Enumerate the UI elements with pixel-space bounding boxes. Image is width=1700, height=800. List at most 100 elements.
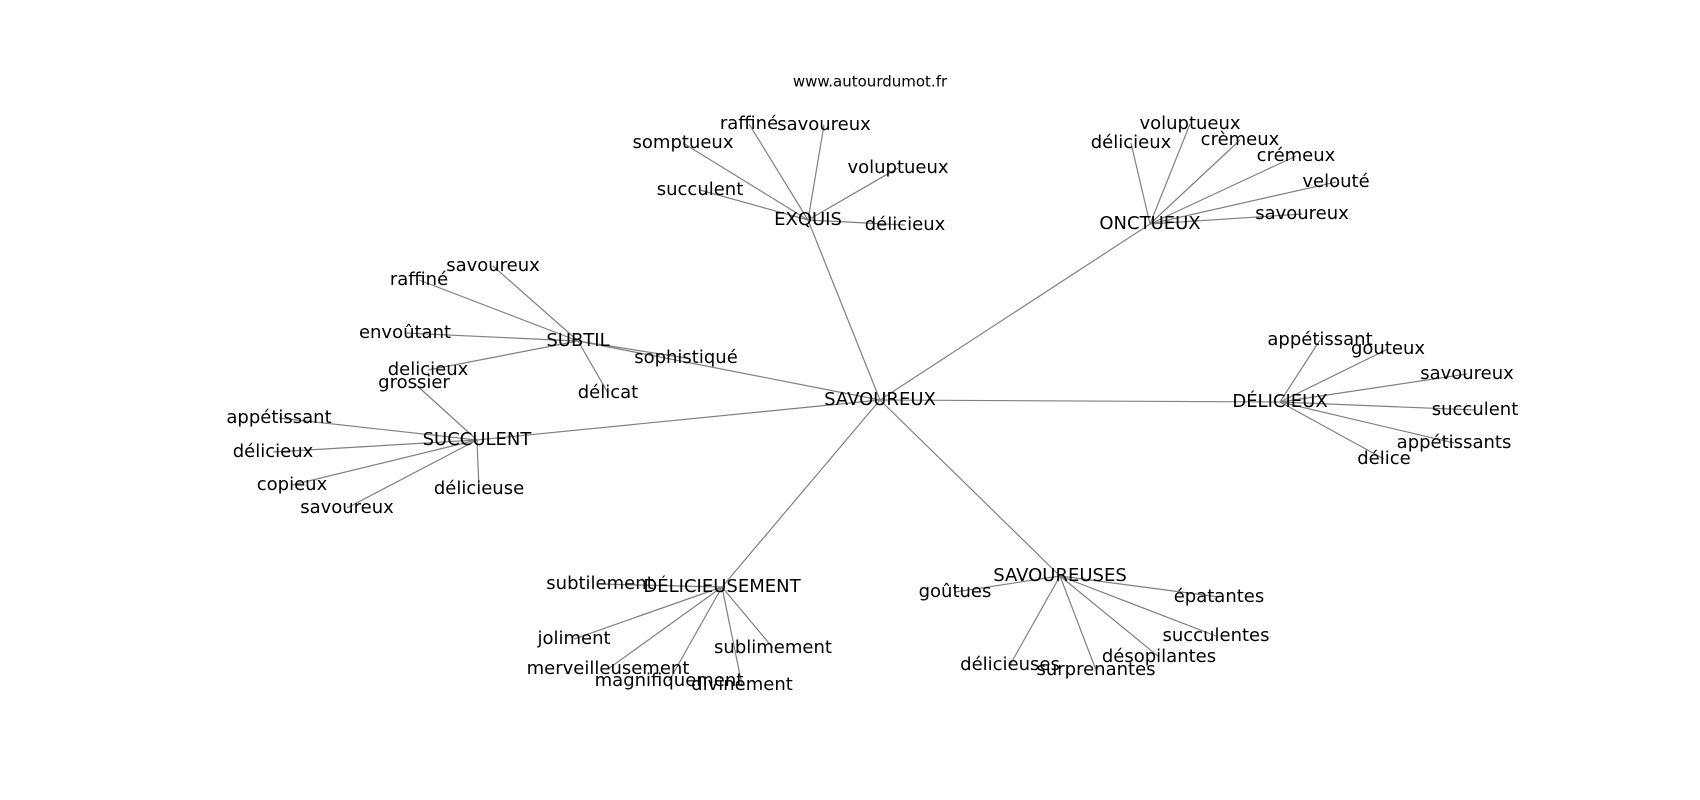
edge-delicieusement-dm_subtilement bbox=[599, 583, 723, 588]
edge-exquis-ex_savoureux bbox=[807, 124, 825, 221]
edge-delicieusement-dm_joliment bbox=[573, 586, 723, 640]
edge-savoureux-onctueux bbox=[879, 223, 1151, 401]
edge-delicieusement-dm_sublimement bbox=[721, 586, 774, 649]
node-onctueux: ONCTUEUX bbox=[1099, 213, 1200, 234]
node-delicieusement: DÉLICIEUSEMENT bbox=[643, 575, 801, 597]
node-on-cremeux1: crèmeux bbox=[1201, 129, 1280, 150]
node-sc-grossier: grossier bbox=[378, 372, 450, 393]
source-url: www.autourdumot.fr bbox=[793, 73, 948, 91]
edge-delicieux_hub-de_savoureux bbox=[1279, 373, 1468, 403]
edge-exquis-ex_voluptueux bbox=[807, 167, 899, 221]
node-de-appetissants: appétissants bbox=[1397, 432, 1512, 453]
edge-onctueux-on_voluptueux bbox=[1149, 123, 1191, 225]
edge-onctueux-on_veloute bbox=[1149, 181, 1337, 225]
node-dm-subtilement: subtilement bbox=[546, 573, 653, 594]
edge-savoureuses-sv_succulentes bbox=[1059, 575, 1217, 637]
node-de-delice: délice bbox=[1357, 448, 1410, 469]
edge-delicieux_hub-de_delice bbox=[1279, 401, 1385, 460]
edge-onctueux-on_savoureux bbox=[1149, 213, 1303, 225]
edge-savoureuses-sv_surprenantes bbox=[1059, 575, 1097, 671]
node-ex-succulent: succulent bbox=[657, 179, 744, 200]
edge-succulent_hub-sc_appetissant bbox=[278, 417, 478, 441]
edge-subtil-su_savoureux bbox=[492, 265, 579, 342]
edge-savoureuses-sv_goutues bbox=[954, 575, 1061, 593]
node-ex-voluptueux: voluptueux bbox=[847, 157, 948, 178]
node-su-delicat: délicat bbox=[578, 382, 639, 403]
edge-exquis-ex_succulent bbox=[699, 189, 809, 221]
node-sv-goutues: goûtues bbox=[919, 581, 992, 602]
node-dm-magnifiquement: magnifiquement bbox=[595, 670, 744, 691]
node-de-appetissant: appétissant bbox=[1267, 329, 1372, 350]
node-sc-copieux: copieux bbox=[257, 474, 328, 495]
edge-delicieux_hub-de_succulent bbox=[1279, 401, 1476, 411]
node-de-savoureux: savoureux bbox=[1420, 363, 1514, 384]
edge-succulent_hub-sc_savoureux bbox=[346, 439, 478, 509]
node-delicieux-hub: DÉLICIEUX bbox=[1232, 390, 1327, 412]
node-dm-divinement: divinement bbox=[691, 674, 793, 695]
node-dm-merveilleusement: merveilleusement bbox=[527, 658, 690, 679]
node-su-delicieux: delicieux bbox=[388, 359, 469, 380]
node-exquis: EXQUIS bbox=[774, 209, 842, 230]
node-sv-epatantes: épatantes bbox=[1174, 586, 1265, 607]
edge-succulent_hub-sc_delicieux bbox=[272, 439, 478, 453]
node-su-savoureux: savoureux bbox=[446, 255, 540, 276]
edge-subtil-su_raffine bbox=[418, 279, 579, 342]
edge-onctueux-on_cremeux1 bbox=[1149, 139, 1241, 225]
edge-succulent_hub-sc_grossier bbox=[413, 382, 478, 441]
edge-savoureux-delicieux_hub bbox=[879, 399, 1281, 403]
node-sv-desopilantes: désopilantes bbox=[1102, 646, 1216, 667]
edge-savoureuses-sv_epatantes bbox=[1059, 575, 1220, 598]
edge-delicieux_hub-de_appetissants bbox=[1279, 401, 1455, 444]
node-dm-joliment: joliment bbox=[536, 628, 610, 649]
node-de-succulent: succulent bbox=[1432, 399, 1519, 420]
node-succulent-hub: SUCCULENT bbox=[423, 429, 533, 450]
edge-subtil-su_delicieux bbox=[427, 340, 579, 371]
edge-delicieusement-dm_magnifiquement bbox=[668, 586, 723, 682]
edge-savoureuses-sv_delicieuses bbox=[1009, 575, 1061, 666]
node-sc-delicieuse: délicieuse bbox=[434, 478, 524, 499]
edge-subtil-su_sophistique bbox=[577, 340, 687, 359]
edge-succulent_hub-sc_copieux bbox=[291, 439, 478, 486]
edge-savoureux-savoureuses bbox=[879, 399, 1061, 577]
node-sc-savoureux: savoureux bbox=[300, 497, 394, 518]
edge-savoureux-subtil bbox=[577, 340, 881, 401]
graph-nodes: SAVOUREUX EXQUIS ONCTUEUX SUBTIL SUCCULENT DÉ… bbox=[226, 113, 1518, 695]
node-sc-appetissant: appétissant bbox=[226, 407, 331, 428]
node-on-savoureux: savoureux bbox=[1255, 203, 1349, 224]
node-on-delicieux: délicieux bbox=[1091, 132, 1172, 153]
edge-delicieux_hub-de_appetissant bbox=[1279, 339, 1321, 403]
edge-savoureux-succulent_hub bbox=[476, 399, 881, 441]
node-sv-delicieuses: délicieuses bbox=[960, 654, 1060, 675]
edge-exquis-ex_raffine bbox=[748, 123, 809, 221]
edge-onctueux-on_delicieux bbox=[1130, 142, 1151, 225]
node-ex-savoureux: savoureux bbox=[777, 114, 871, 135]
node-sc-delicieux: délicieux bbox=[233, 441, 314, 462]
node-subtil: SUBTIL bbox=[546, 330, 609, 351]
edge-exquis-ex_somptueux bbox=[682, 142, 809, 221]
node-su-sophistique: sophistiqué bbox=[634, 347, 738, 368]
node-on-veloute: velouté bbox=[1302, 171, 1369, 192]
node-dm-sublimement: sublimement bbox=[714, 637, 832, 658]
edge-subtil-su_delicat bbox=[577, 340, 609, 394]
node-ex-raffine: raffiné bbox=[720, 113, 778, 134]
node-on-voluptueux: voluptueux bbox=[1139, 113, 1240, 134]
edge-savoureuses-sv_desopilantes bbox=[1059, 575, 1160, 658]
node-savoureuses: SAVOUREUSES bbox=[993, 565, 1127, 586]
edge-delicieusement-dm_divinement bbox=[721, 586, 743, 686]
node-savoureux: SAVOUREUX bbox=[824, 389, 936, 410]
edge-delicieux_hub-de_gouteux bbox=[1279, 348, 1389, 403]
node-on-cremeux2: crémeux bbox=[1257, 145, 1336, 166]
node-su-envoutant: envoûtant bbox=[359, 322, 451, 343]
edge-savoureux-delicieusement bbox=[721, 399, 881, 588]
node-de-gouteux: gouteux bbox=[1351, 338, 1425, 359]
edge-delicieusement-dm_merveilleusement bbox=[607, 586, 723, 670]
node-ex-delicieux: délicieux bbox=[865, 214, 946, 235]
edge-exquis-ex_delicieux bbox=[807, 219, 906, 226]
edge-succulent_hub-sc_delicieuse bbox=[476, 439, 480, 490]
edge-onctueux-on_cremeux2 bbox=[1149, 155, 1297, 225]
graph-edges bbox=[272, 123, 1476, 686]
node-sv-surprenantes: surprenantes bbox=[1036, 659, 1155, 680]
edge-subtil-su_envoutant bbox=[404, 332, 579, 342]
node-sv-succulentes: succulentes bbox=[1163, 625, 1270, 646]
